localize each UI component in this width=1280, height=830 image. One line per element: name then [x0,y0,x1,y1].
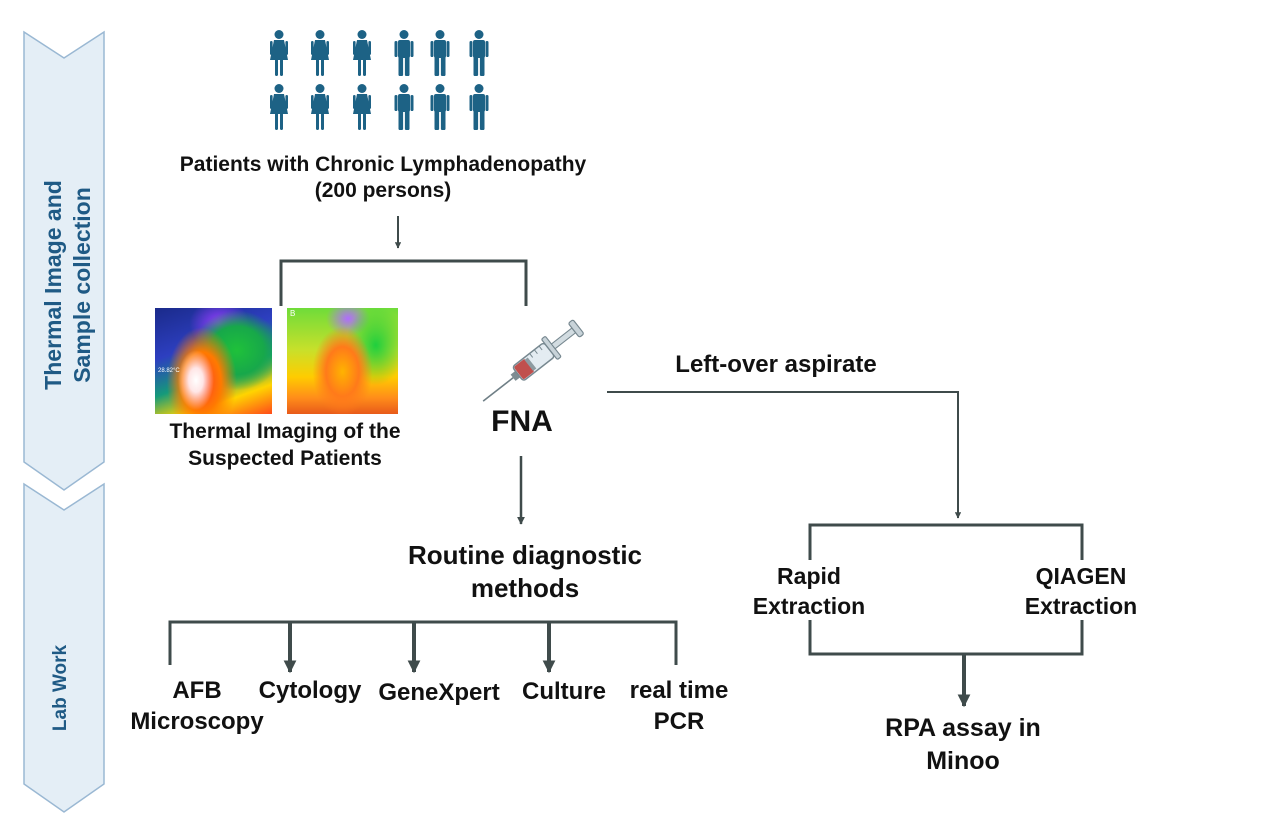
male-person-icon [430,30,450,76]
thermal-image-tag: B [290,309,296,318]
method-culture: Culture [522,678,606,705]
female-person-icon [270,30,288,76]
thermal-temp-readout: 28.82°C [158,368,180,374]
leftover-connector [607,391,962,519]
method-afb-microscopy: AFB Microscopy [130,677,264,736]
patients-label: Patients with Chronic Lymphadenopathy (2… [179,153,587,202]
routine-methods-label: Routine diagnostic methods [408,540,642,603]
leftover-aspirate-label: Left-over aspirate [675,351,877,378]
female-person-icon [353,84,371,130]
method-realtime-pcr: real time PCR [629,677,729,736]
thermal-imaging-label: Thermal Imaging of the Suspected Patient… [169,420,401,471]
female-person-icon [311,30,329,76]
method-cytology: Cytology [258,677,362,704]
stage-chevron-sample-collection [23,30,105,491]
extraction-top-bracket [808,523,1084,560]
male-person-icon [394,84,414,130]
male-person-icon [469,84,489,130]
thermal-image-a: 28.82°C [155,308,272,414]
male-person-icon [469,30,489,76]
extraction-bottom-bracket [808,620,1084,656]
male-person-icon [430,84,450,130]
rapid-extraction-label: Rapid Extraction [752,563,866,619]
thermal-image-b: B [287,308,398,414]
male-person-icon [394,30,414,76]
methods-bracket [168,620,678,665]
qiagen-extraction-label: QIAGEN Extraction [1024,563,1138,619]
split-bracket [279,259,528,306]
female-person-icon [353,30,371,76]
female-person-icon [270,84,288,130]
rpa-assay-label: RPA assay in Minoo [885,714,1041,775]
stage-chevron-lab-work [23,482,105,813]
stage-label-lab-work: Lab Work [50,644,71,732]
stage-label-sample-collection: Thermal Image and Sample collection [40,180,95,390]
syringe-icon [482,319,584,402]
fna-label: FNA [491,405,553,438]
female-person-icon [311,84,329,130]
method-genexpert: GeneXpert [378,679,500,706]
patient-icons [270,30,489,130]
